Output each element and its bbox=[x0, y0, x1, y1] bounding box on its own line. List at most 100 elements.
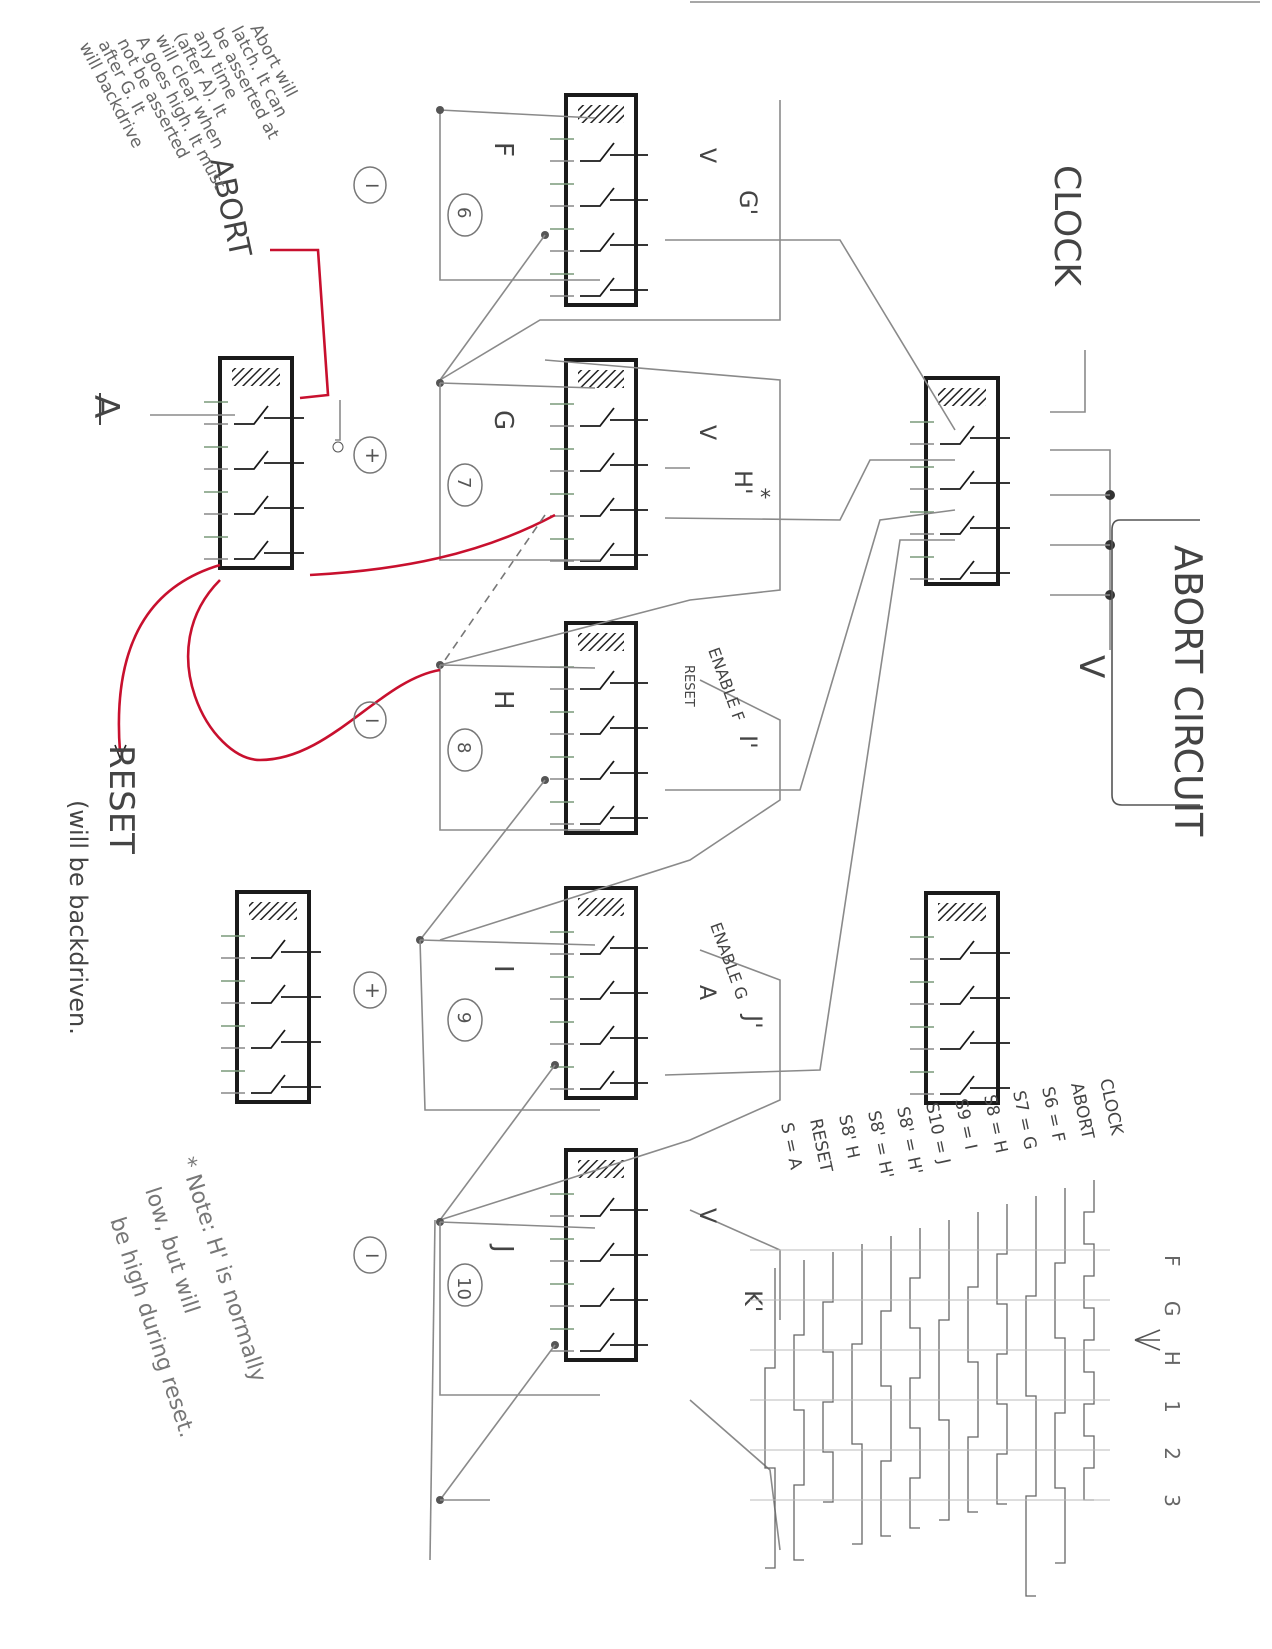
wire-relay6-clock bbox=[665, 239, 956, 431]
label-reset-small: RESET bbox=[681, 665, 696, 707]
polarity-circle bbox=[353, 971, 387, 1009]
timing-waveform bbox=[822, 1252, 834, 1503]
timing-label: S7 = G bbox=[1008, 1089, 1040, 1152]
switch-contact bbox=[580, 1025, 648, 1045]
label-H: H bbox=[488, 690, 518, 710]
switch-contact bbox=[251, 939, 321, 959]
timing-waveform bbox=[880, 1236, 892, 1537]
wire-relay7-out bbox=[664, 459, 955, 521]
relay-number-6: 6 bbox=[447, 193, 483, 237]
relay-number-8: 8 bbox=[447, 728, 483, 772]
switch-contact bbox=[251, 984, 321, 1004]
label-J: J bbox=[488, 1243, 518, 1253]
wire-relay6-to-7 bbox=[439, 234, 546, 381]
footnote-line: be high during reset. bbox=[104, 1214, 199, 1441]
relay-coil-hatch bbox=[578, 633, 624, 651]
label-G-prime: G' bbox=[734, 190, 762, 215]
wire-abort-pin bbox=[335, 400, 341, 441]
polarity-sign: − bbox=[364, 1243, 381, 1267]
relay-number-text: 6 bbox=[453, 207, 474, 218]
timing-waveform bbox=[1083, 1180, 1095, 1501]
relay-number-text: 7 bbox=[453, 477, 474, 488]
switch-contact bbox=[580, 542, 648, 562]
timing-waveform bbox=[909, 1228, 921, 1529]
title-abort-circuit: ABORT CIRCUIT bbox=[1166, 545, 1210, 837]
timing-waveform bbox=[793, 1260, 805, 1561]
wire-v-taps bbox=[1050, 494, 1110, 596]
switch-contact bbox=[234, 450, 304, 470]
polarity-sign: + bbox=[364, 443, 381, 467]
red-wire-abort bbox=[270, 248, 330, 400]
junction-dot bbox=[436, 106, 444, 114]
wire-relay9-top bbox=[419, 939, 596, 946]
timing-label: S8' = H' bbox=[863, 1109, 897, 1180]
switch-contact bbox=[580, 1070, 648, 1090]
timing-label: S = A bbox=[776, 1121, 806, 1172]
relay-coil-hatch bbox=[232, 368, 280, 386]
timing-waveform bbox=[1054, 1188, 1066, 1564]
switch-contact bbox=[580, 497, 648, 517]
wire-relay6-top bbox=[439, 109, 596, 119]
number-circle bbox=[447, 998, 483, 1042]
number-circle bbox=[447, 193, 483, 237]
switch-contact bbox=[580, 760, 648, 780]
star-mark: * bbox=[760, 486, 771, 511]
wire-relay7-top bbox=[439, 382, 596, 389]
switch-contact bbox=[580, 187, 648, 207]
relay-coil-hatch bbox=[578, 370, 624, 388]
relay-7 bbox=[550, 358, 648, 570]
relay-body bbox=[924, 376, 1000, 586]
wire-relay10-top bbox=[439, 1221, 596, 1229]
number-circle bbox=[447, 728, 483, 772]
wire-relay8-out bbox=[665, 509, 956, 791]
label-V-relay10: V bbox=[694, 1208, 719, 1223]
label-K-prime: K' bbox=[739, 1290, 767, 1312]
label-I: I bbox=[488, 965, 518, 973]
switch-contact bbox=[940, 515, 1010, 535]
relay-6 bbox=[550, 93, 648, 307]
timing-label: ABORT bbox=[1066, 1081, 1098, 1142]
label-F: F bbox=[488, 142, 518, 157]
relay-abort bbox=[910, 376, 1010, 586]
switch-contact bbox=[580, 407, 648, 427]
wire-relay10-bottom bbox=[439, 1344, 556, 1501]
timing-waveform bbox=[851, 1244, 863, 1545]
relay-coil-hatch bbox=[938, 903, 986, 921]
label-A-relay9: A bbox=[694, 985, 719, 1000]
wire-relay6-right-loop bbox=[439, 100, 781, 381]
switch-contact bbox=[234, 405, 304, 425]
switch-contact bbox=[580, 805, 648, 825]
timing-waveform bbox=[764, 1268, 776, 1569]
red-wire-to-relay7 bbox=[309, 513, 556, 577]
timing-label: S10 = J bbox=[921, 1101, 954, 1166]
wire-relay7-right-loop bbox=[439, 359, 781, 666]
label-V-relay6: V bbox=[694, 148, 719, 163]
polarity-marker: + bbox=[353, 971, 387, 1009]
timing-label: S8' H bbox=[834, 1113, 863, 1161]
relay-number-text: 9 bbox=[453, 1012, 474, 1023]
relay-number-circles: 6−7+8−9+10− bbox=[353, 166, 483, 1307]
polarity-marker: + bbox=[353, 436, 387, 474]
relay-number-7: 7 bbox=[447, 463, 483, 507]
timing-label: S6 = F bbox=[1037, 1085, 1068, 1144]
polarity-circle bbox=[353, 701, 387, 739]
switch-contact bbox=[580, 1332, 648, 1352]
switch-contact bbox=[940, 560, 1010, 580]
wire-relay8-left bbox=[439, 665, 600, 831]
switch-contact bbox=[940, 1075, 1010, 1095]
title-box bbox=[1111, 519, 1200, 806]
timing-label: S8' = H' bbox=[892, 1105, 926, 1176]
timing-header: F G H 1 2 3 bbox=[1160, 1255, 1184, 1521]
reset-label: RESET bbox=[101, 745, 141, 854]
relay-10 bbox=[550, 1148, 648, 1362]
relay-spare-left bbox=[221, 890, 321, 1104]
switch-contact bbox=[940, 470, 1010, 490]
relay-9 bbox=[550, 886, 648, 1100]
relay-8 bbox=[550, 621, 648, 835]
timing-waveform bbox=[996, 1204, 1008, 1505]
switch-contact bbox=[940, 425, 1010, 445]
wire-relay8-right-loop bbox=[439, 679, 781, 941]
timing-label: RESET bbox=[805, 1117, 836, 1175]
